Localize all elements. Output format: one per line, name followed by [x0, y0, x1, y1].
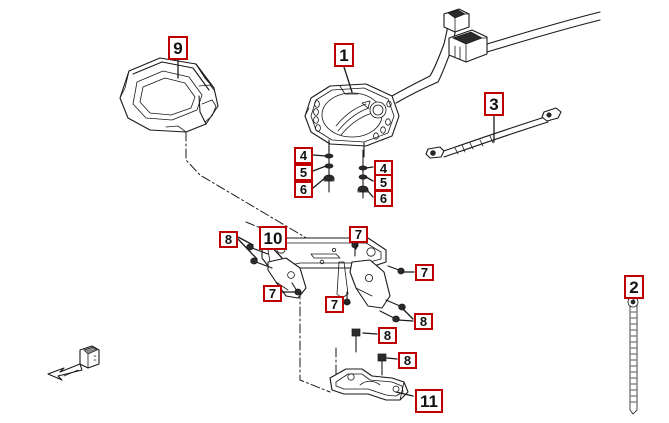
bolt-lower-vertical: [377, 353, 387, 376]
callout-4-left[interactable]: 4: [294, 147, 313, 164]
part-fastener-stack-left: [323, 145, 335, 193]
callout-1[interactable]: 1: [334, 43, 354, 67]
leader-8a-2: [237, 238, 258, 260]
bolt-upper-a: [246, 243, 269, 255]
callout-5-left[interactable]: 5: [294, 164, 313, 181]
callout-leaders: [177, 59, 635, 397]
leader-4-left: [312, 154, 327, 157]
bolt-centre-vertical: [351, 328, 361, 353]
leader-5-left: [312, 165, 327, 172]
part-antenna-rod: [627, 296, 639, 415]
leader-8b-1: [402, 308, 414, 320]
bolt-right-a: [385, 299, 406, 311]
leader-6-left: [312, 177, 326, 189]
centerline-lower: [299, 289, 331, 393]
callout-8-mid[interactable]: 8: [378, 327, 397, 344]
leader-11: [395, 391, 414, 397]
part-meter-visor-cover: [119, 57, 219, 133]
callout-8-upper[interactable]: 8: [219, 231, 238, 248]
callout-8-lower[interactable]: 8: [398, 352, 417, 369]
bolt-right-b: [379, 310, 400, 323]
leader-8a-1: [237, 236, 254, 246]
callout-6-left[interactable]: 6: [294, 181, 313, 198]
part-meter-assembly: [304, 83, 400, 158]
callout-10[interactable]: 10: [259, 226, 287, 250]
part-meter-stay: [261, 237, 391, 309]
bolt-upper-b: [250, 257, 273, 269]
leader-6-right: [366, 189, 374, 198]
callout-11[interactable]: 11: [415, 389, 443, 413]
callout-9[interactable]: 9: [168, 36, 188, 60]
part-wire-harness: [391, 8, 601, 104]
orientation-arrow-marker: [47, 345, 100, 381]
leader-7a: [355, 242, 358, 250]
leader-8d: [386, 357, 398, 360]
callout-3[interactable]: 3: [484, 92, 504, 116]
leader-5-right: [365, 176, 374, 182]
callout-8-right[interactable]: 8: [414, 313, 433, 330]
leader-4-right: [365, 166, 374, 169]
part-fastener-stack-right: [357, 149, 369, 199]
callout-7-centre[interactable]: 7: [325, 296, 344, 313]
screw-right: [387, 265, 405, 275]
callout-7-right[interactable]: 7: [415, 264, 434, 281]
part-speedometer-cable: [425, 107, 562, 159]
callout-5-right[interactable]: 5: [374, 174, 393, 191]
callout-7-top[interactable]: 7: [349, 226, 368, 243]
callout-2[interactable]: 2: [624, 275, 644, 299]
callout-7-left[interactable]: 7: [263, 285, 282, 302]
centerline-visor: [185, 131, 331, 253]
leader-8c: [362, 332, 378, 335]
part-lower-bracket: [329, 368, 409, 401]
callout-6-right[interactable]: 6: [374, 190, 393, 207]
leader-1: [343, 66, 353, 93]
leader-8b-2: [397, 319, 414, 322]
